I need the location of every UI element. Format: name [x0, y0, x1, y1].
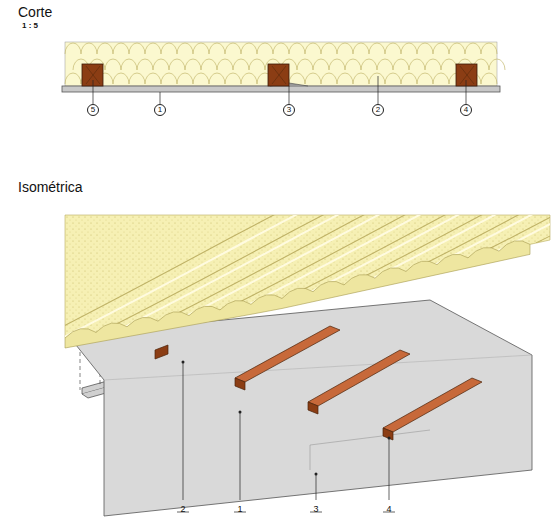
callout-circle: 3: [283, 104, 295, 116]
board-joint: [310, 430, 430, 470]
section-view: [62, 42, 505, 104]
callout-circle: 2: [372, 104, 384, 116]
callout-number: 5: [91, 106, 95, 114]
scale-label: 1 : 5: [22, 22, 38, 30]
insulation-edge: [65, 241, 530, 348]
callout-circle: 5: [87, 104, 99, 116]
callout-circle: 1: [154, 104, 166, 116]
wood-batten: [82, 64, 477, 86]
insulation-layer: [65, 42, 497, 86]
callout-number: 2: [376, 106, 380, 114]
leader-line: [177, 362, 395, 512]
callout-number: 3: [313, 505, 318, 514]
isometric-view: [40, 40, 551, 516]
leader-line: [93, 76, 466, 104]
callout-number: 1: [237, 505, 242, 514]
callout-number: 2: [180, 505, 185, 514]
view-title: Isométrica: [18, 180, 83, 194]
view-title: Corte: [18, 5, 52, 19]
callout-number: 4: [464, 106, 468, 114]
wood-batten: [80, 326, 482, 440]
callout-number: 3: [287, 106, 291, 114]
gypsum-board: [62, 86, 500, 92]
callout-circle: 4: [460, 104, 472, 116]
callout-number: 1: [158, 106, 162, 114]
callout-number: 4: [386, 505, 391, 514]
